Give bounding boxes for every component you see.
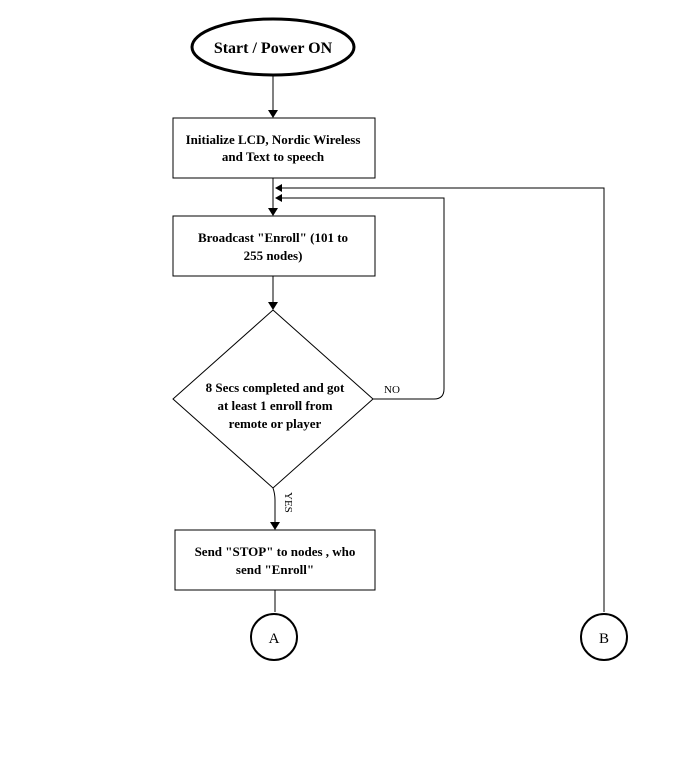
edge-init-to-broadcast — [268, 178, 278, 216]
send-stop-node-line-2: send "Enroll" — [236, 562, 314, 577]
connector-b-label: B — [599, 631, 609, 647]
connector-a: A — [250, 613, 298, 661]
decision-node-line-2: at least 1 enroll from — [217, 398, 332, 413]
connector-a-label: A — [269, 631, 280, 647]
decision-node: 8 Secs completed and got at least 1 enro… — [172, 309, 374, 489]
edge-decision-no-loop — [275, 194, 445, 400]
broadcast-node-line-2: 255 nodes) — [244, 248, 303, 263]
edge-broadcast-to-decision — [268, 276, 278, 310]
init-node: Initialize LCD, Nordic Wireless and Text… — [172, 117, 376, 179]
connector-b: B — [580, 613, 628, 661]
edge-start-to-init — [268, 75, 278, 118]
edge-decision-yes — [270, 487, 280, 530]
start-node: Start / Power ON — [190, 17, 356, 77]
no-edge-label: NO — [384, 384, 400, 396]
broadcast-node: Broadcast "Enroll" (101 to 255 nodes) — [172, 215, 376, 277]
decision-node-line-1: 8 Secs completed and got — [206, 380, 345, 395]
init-node-line-2: and Text to speech — [222, 149, 325, 164]
edge-connector-b-loop — [275, 184, 605, 612]
yes-edge-label: YES — [282, 492, 294, 513]
broadcast-node-line-1: Broadcast "Enroll" (101 to — [198, 230, 348, 245]
decision-node-line-3: remote or player — [229, 416, 322, 431]
init-node-line-1: Initialize LCD, Nordic Wireless — [186, 132, 361, 147]
send-stop-node: Send "STOP" to nodes , who send "Enroll" — [174, 529, 376, 591]
start-node-label: Start / Power ON — [214, 40, 333, 57]
send-stop-node-line-1: Send "STOP" to nodes , who — [195, 544, 356, 559]
